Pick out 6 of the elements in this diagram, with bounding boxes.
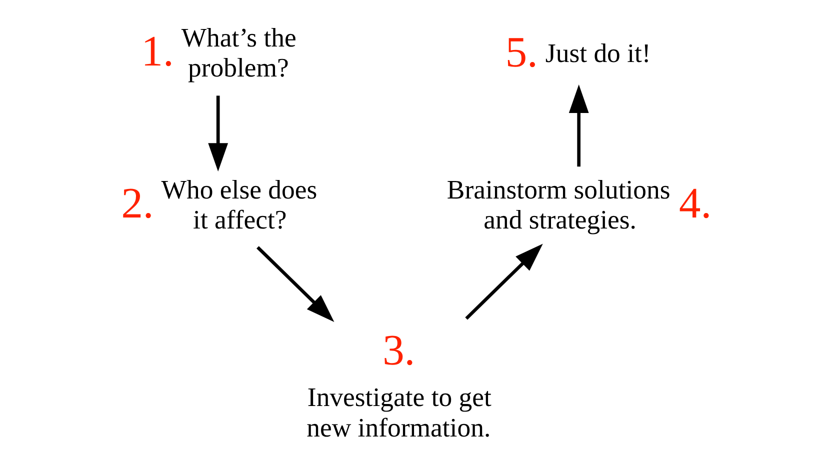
arrow bbox=[208, 96, 228, 172]
arrow bbox=[256, 246, 334, 322]
node-text: 5. Just do it! bbox=[504, 28, 650, 76]
arrow bbox=[464, 244, 542, 320]
node-text: 3. Investigate to get new information. bbox=[306, 326, 491, 442]
arrow bbox=[568, 84, 588, 167]
